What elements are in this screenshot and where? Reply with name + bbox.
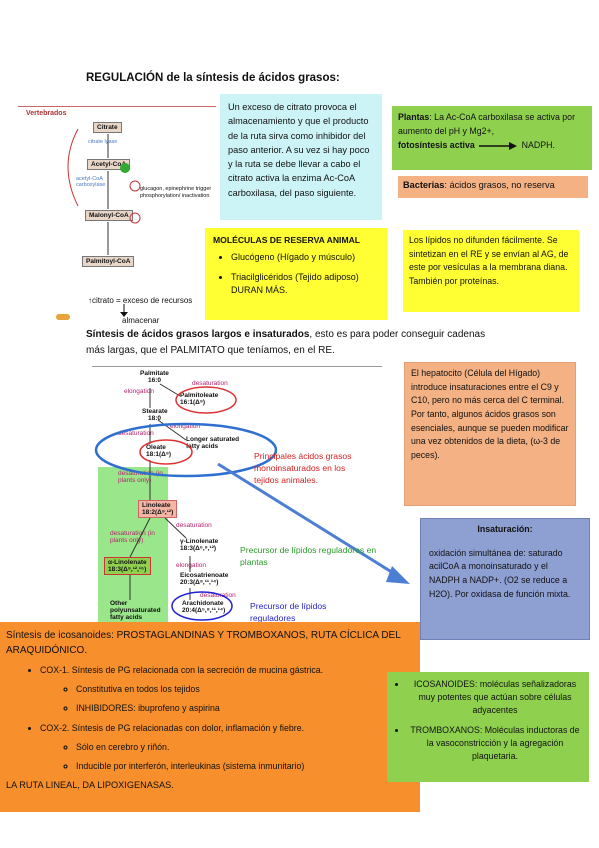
glucagon-label: glucagon, epinephrine trigger phosphoryl… — [140, 186, 212, 199]
page-title: REGULACIÓN de la síntesis de ácidos gras… — [86, 72, 340, 84]
malonyl-coa-node: Malonyl-CoA — [85, 210, 133, 221]
down-arrow-icon — [120, 304, 128, 317]
bacterias-text: : ácidos grasos, no reserva — [444, 180, 555, 190]
bacterias-box: Bacterias: ácidos grasos, no reserva — [398, 176, 588, 198]
reserva-item-triacil: Triacilglicéridos (Tejido adiposo) DURAN… — [231, 271, 379, 297]
pointer-icon — [56, 314, 70, 320]
icosanoides-def: ICOSANOIDES: moléculas señalizadoras muy… — [407, 678, 583, 716]
cox1-item: COX-1. Síntesis de PG relacionada con la… — [40, 664, 414, 716]
cox1-constitutiva: Constitutiva en todos los tejidos — [76, 683, 414, 696]
acetyl-coa-node: Acetyl-CoA — [87, 159, 131, 170]
sintesis-heading: Síntesis de ácidos grasos largos e insat… — [86, 329, 310, 340]
precursor-reguladores-note: Precursor de lípidos reguladores — [250, 601, 327, 624]
desaturation-label-1: desaturation — [192, 380, 228, 387]
elongation-label-2: elongation — [170, 423, 200, 430]
vertebrados-label: Vertebrados — [26, 110, 67, 117]
longer-label: Longer saturated fatty acids — [186, 436, 240, 450]
desaturation-plants-label-2: desaturation (in plants only) — [110, 530, 155, 544]
desaturation-label-3: desaturation — [176, 522, 212, 529]
tromboxanos-def: TROMBOXANOS: Moléculas inductoras de la … — [407, 724, 583, 762]
cox2-cerebro: Sólo en cerebro y riñón. — [76, 741, 414, 754]
bacterias-label: Bacterias — [403, 180, 445, 190]
lipidos-box: Los lípidos no difunden fácilmente. Se s… — [403, 230, 579, 312]
reserva-box: MOLÉCULAS DE RESERVA ANIMAL Glucógeno (H… — [205, 228, 387, 320]
insaturacion-text: oxidación simultánea de: saturado acilCo… — [429, 547, 571, 599]
pathway-green-band — [98, 467, 168, 627]
almacenar-note: almacenar — [122, 316, 160, 325]
reserva-title: MOLÉCULAS DE RESERVA ANIMAL — [213, 235, 361, 245]
fotosintesis-label: fotosíntesis activa — [398, 140, 475, 151]
citrate-node: Citrate — [93, 122, 122, 133]
insaturacion-title: Insaturación: — [477, 524, 533, 534]
sintesis-text: , esto es para poder conseguir cadenas m… — [86, 329, 486, 356]
nadph-label: NADPH. — [521, 140, 555, 151]
principales-note: Principales ácidos grasos monoinsaturado… — [254, 451, 352, 486]
citrato-explanation-box: Un exceso de citrato provoca el almacena… — [220, 94, 382, 220]
pathway-figure-rule — [92, 366, 382, 367]
regulation-figure: Vertebrados Citrate citrate lyase Acetyl… — [18, 106, 216, 274]
right-arrow-icon — [479, 141, 518, 150]
desaturation-label-2: desaturation — [118, 430, 154, 437]
acc-label: acetyl-CoA carboxylase — [76, 176, 106, 188]
cox2-inducible: Inducible por interferón, interleukinas … — [76, 760, 414, 773]
elongation-label-1: elongation — [124, 388, 154, 395]
plantas-label: Plantas — [398, 112, 430, 122]
elongation-label-3: elongation — [176, 562, 206, 569]
cox1-inhibidores: INHIBIDORES: ibuprofeno y aspirina — [76, 702, 414, 715]
plantas-box: Plantas: La Ac-CoA carboxilasa se activa… — [392, 106, 592, 170]
desaturation-label-4: desaturation — [200, 592, 236, 599]
hepatocito-box: El hepatocito (Célula del Hígado) introd… — [404, 362, 576, 506]
icosanoides-heading: Síntesis de icosanoides: PROSTAGLANDINAS… — [6, 630, 401, 656]
insaturacion-box: Insaturación: oxidación simultánea de: s… — [420, 518, 590, 640]
sintesis-paragraph: Síntesis de ácidos grasos largos e insat… — [86, 327, 506, 359]
reserva-item-glucogeno: Glucógeno (Hígado y músculo) — [231, 251, 379, 264]
precursor-plantas-note: Precursor de lípidos reguladores en plan… — [240, 545, 377, 568]
citrato-note: ↑citrato = exceso de recursos — [88, 296, 193, 305]
other-polyunsat-label: Other polyunsaturated fatty acids — [110, 600, 161, 621]
ruta-lineal: LA RUTA LINEAL, DA LIPOXIGENASAS. — [6, 780, 174, 791]
plantas-text: : La Ac-CoA carboxilasa se activa por au… — [398, 112, 576, 137]
lipidos-text: Los lípidos no difunden fácilmente. Se s… — [409, 235, 569, 286]
cox2-item: COX-2. Síntesis de PG relacionadas con d… — [40, 722, 414, 774]
palmitoyl-coa-node: Palmitoyl-CoA — [82, 256, 135, 267]
hepatocito-text: El hepatocito (Célula del Hígado) introd… — [411, 368, 569, 460]
citrate-lyase-label: citrate lyase — [88, 139, 118, 145]
icosanoides-definitions-box: ICOSANOIDES: moléculas señalizadoras muy… — [387, 672, 589, 782]
citrato-explanation-text: Un exceso de citrato provoca el almacena… — [228, 102, 370, 198]
regulation-arrows — [67, 128, 141, 255]
icosanoides-box: Síntesis de icosanoides: PROSTAGLANDINAS… — [0, 622, 420, 812]
